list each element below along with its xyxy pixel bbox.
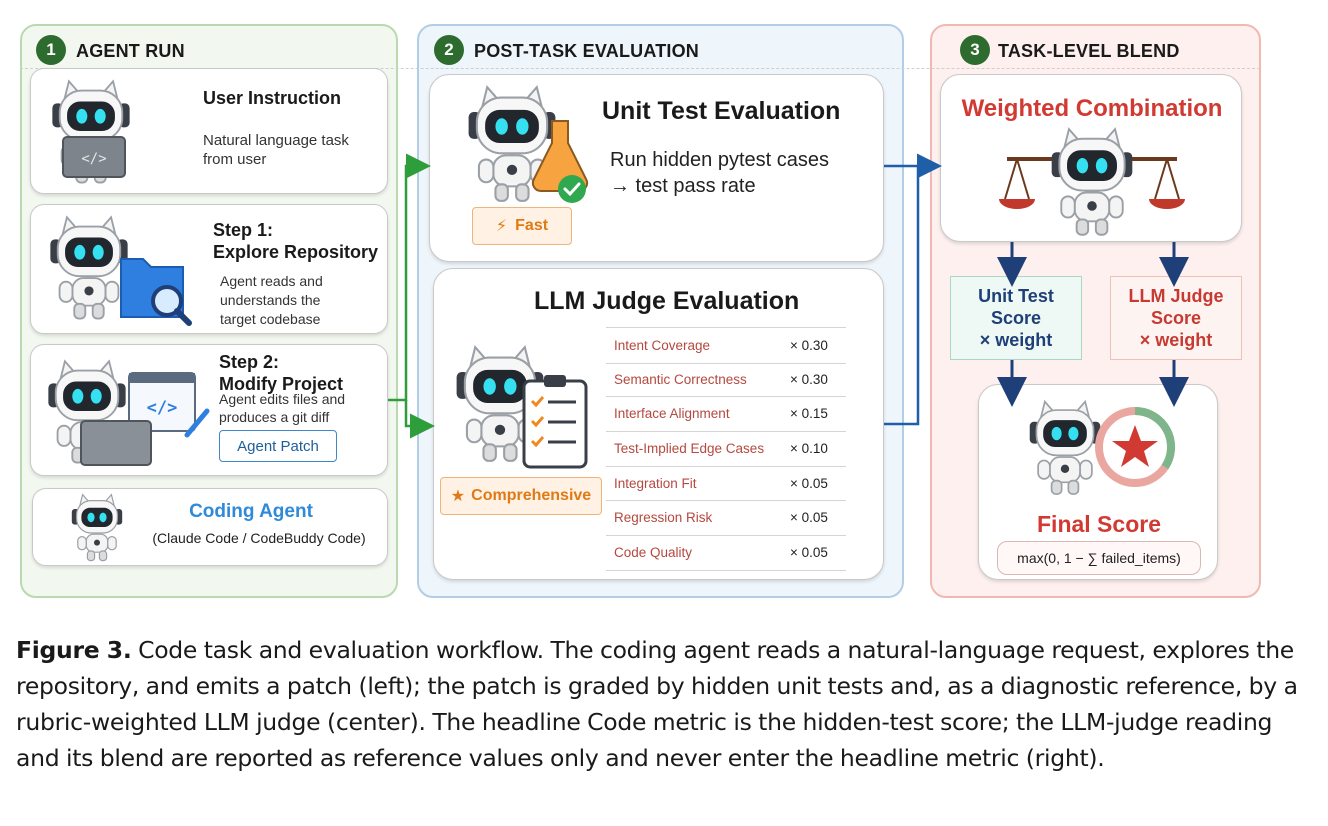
unit-test-title: Unit Test Evaluation [602,97,841,125]
task-level-blend-title: TASK-LEVEL BLEND [998,41,1180,61]
unit-score-line1: Unit Test [978,286,1054,306]
step2-modify-card: </> Step 2: Modify Project Agent edits f… [30,344,388,476]
llm-score-line1: LLM Judge [1128,286,1224,306]
lightning-icon: ⚡ [495,218,508,235]
svg-text:</>: </> [147,398,178,418]
figure-caption-text: Code task and evaluation workflow. The c… [16,636,1298,772]
rubric-weight: × 0.30 [790,337,828,353]
rubric-weight: × 0.30 [790,371,828,387]
robot-code-edit-icon: </> [47,360,210,466]
robot-folder-search-icon [49,216,192,326]
post-task-evaluation-title: POST-TASK EVALUATION [474,41,700,61]
robot-flask-icon [467,86,589,203]
unit-test-evaluation-card: Unit Test Evaluation Run hidden pytest c… [429,74,884,262]
user-instruction-title: User Instruction [203,88,342,108]
step-number-1: 1 [36,35,66,65]
robot-laptop-icon: </> [51,80,131,184]
llm-score-line3: × weight [1139,330,1213,350]
rubric-weight: × 0.05 [790,510,828,526]
step-number-3: 3 [960,35,990,65]
rubric-row: Semantic Correctness × 0.30 [606,362,846,398]
unit-test-desc-line2: → test pass rate [610,175,756,197]
rubric-weight: × 0.10 [790,440,828,456]
step-number-2: 2 [434,35,464,65]
final-score-title: Final Score [1037,511,1161,537]
user-instruction-card: </> User Instruction Natural language ta… [30,68,388,194]
llm-judge-evaluation-card: LLM Judge Evaluation ★ Comprehensive Int… [433,268,884,580]
rubric-weight: × 0.05 [790,545,828,561]
rubric-criterion: Semantic Correctness [614,371,747,387]
rubric-row: Intent Coverage × 0.30 [606,327,846,364]
rubric-row: Integration Fit × 0.05 [606,466,846,502]
final-score-card: Final Score max(0, 1 − ∑ failed_items) [978,384,1218,580]
rubric-criterion: Test-Implied Edge Cases [614,440,765,456]
rubric-weight: × 0.15 [790,406,828,422]
rubric-row: Code Quality × 0.05 [606,535,846,571]
coding-agent-card: Coding Agent (Claude Code / CodeBuddy Co… [32,488,388,566]
rubric-row: Interface Alignment × 0.15 [606,396,846,433]
rubric-criterion: Interface Alignment [614,406,730,422]
unit-test-desc-line1: Run hidden pytest cases [610,149,830,171]
rubric-criterion: Intent Coverage [614,337,711,353]
step1-desc: Agent reads and understands the target c… [220,273,323,327]
unit-score-line3: × weight [979,330,1053,350]
rubric-criterion: Integration Fit [614,475,697,491]
flow-arrows [388,153,1189,439]
blend-internal-arrows [997,242,1189,407]
comprehensive-badge-label: Comprehensive [471,487,592,504]
coding-agent-subtitle: (Claude Code / CodeBuddy Code) [152,530,366,546]
weighted-combination-card: Weighted Combination [940,74,1242,242]
final-score-formula: max(0, 1 − ∑ failed_items) [997,541,1201,575]
unit-score-line2: Score [990,308,1042,328]
fast-badge: ⚡ Fast [472,207,572,245]
rubric-weight: × 0.05 [790,475,828,491]
robot-star-gauge-icon [1028,400,1176,495]
llm-score-line2: Score [1150,308,1202,328]
figure-caption: Figure 3. Code task and evaluation workf… [16,632,1316,776]
header-divider [20,68,1260,69]
agent-run-title: AGENT RUN [76,41,185,61]
rubric-criterion: Regression Risk [614,510,713,526]
llm-judge-score-box: LLM Judge Score × weight [1110,276,1242,360]
step2-title-line2: Modify Project [219,374,344,394]
step2-title-line1: Step 2: [219,352,280,372]
llm-judge-title: LLM Judge Evaluation [534,287,800,315]
figure-label: Figure 3. [16,636,132,664]
rubric-criterion: Code Quality [614,545,693,561]
svg-text:</>: </> [81,151,106,167]
fast-badge-label: Fast [515,217,549,234]
comprehensive-badge: ★ Comprehensive [440,477,602,515]
robot-clipboard-icon [455,346,588,469]
step1-title-line2: Explore Repository [213,242,379,262]
rubric-row: Regression Risk × 0.05 [606,501,846,537]
coding-agent-title: Coding Agent [189,501,313,522]
step2-desc: Agent edits files and produces a git dif… [219,391,346,425]
rubric-row: Test-Implied Edge Cases × 0.10 [606,431,846,467]
star-icon: ★ [450,488,466,505]
step1-title-line1: Step 1: [213,220,274,240]
user-instruction-desc: Natural language task from user [203,132,349,168]
agent-patch-button[interactable]: Agent Patch [219,430,337,462]
weighted-combination-title: Weighted Combination [961,95,1223,122]
step1-explore-card: Step 1: Explore Repository Agent reads a… [30,204,388,334]
evaluation-to-blend-arrow [884,153,942,426]
patch-to-evaluation-arrow [388,153,435,439]
robot-scales-icon [999,128,1185,236]
